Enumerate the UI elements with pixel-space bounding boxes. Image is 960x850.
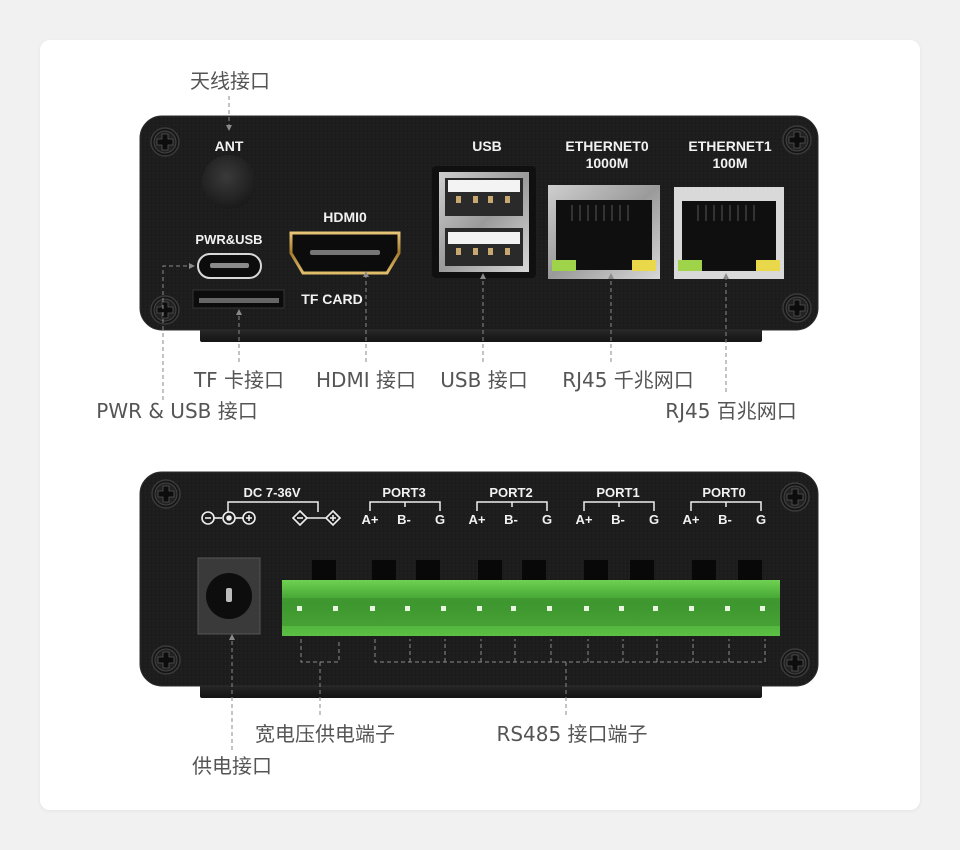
activity-led <box>632 260 656 271</box>
screw-icon <box>151 479 181 509</box>
callout-pwr-usb: PWR & USB 接口 <box>96 399 257 423</box>
eth1-label-line2: 100M <box>712 155 747 171</box>
antenna-port <box>202 155 256 209</box>
pin-label: G <box>542 512 552 527</box>
pin-label: A+ <box>576 512 593 527</box>
callout-rj45-100m: RJ45 百兆网口 <box>665 399 797 423</box>
ant-label: ANT <box>215 138 244 154</box>
screw-icon <box>782 125 812 155</box>
port2-label: PORT2 <box>489 485 532 500</box>
terminal-screws <box>297 606 765 611</box>
pin-label: B- <box>718 512 732 527</box>
screw-icon <box>782 293 812 323</box>
activity-led <box>756 260 780 271</box>
callout-hdmi: HDMI 接口 <box>316 368 416 392</box>
screw-icon <box>780 648 810 678</box>
pin-label: B- <box>397 512 411 527</box>
screw-icon <box>150 295 180 325</box>
screw-icon <box>151 645 181 675</box>
port3-label: PORT3 <box>382 485 425 500</box>
hdmi-label: HDMI0 <box>323 209 367 225</box>
eth1-label-line1: ETHERNET1 <box>688 138 771 154</box>
pin-label: A+ <box>683 512 700 527</box>
dc-polarity-icon <box>201 511 256 525</box>
screw-icon <box>780 482 810 512</box>
callout-rj45-gigabit: RJ45 千兆网口 <box>562 368 694 392</box>
link-led <box>678 260 702 271</box>
tf-card-label: TF CARD <box>301 291 362 307</box>
bottom-panel: DC 7-36V PORT3 PORT2 PORT1 PORT0 <box>139 471 819 698</box>
eth0-label-line2: 1000M <box>586 155 629 171</box>
callout-wide-voltage: 宽电压供电端子 <box>255 722 395 746</box>
dc-label: DC 7-36V <box>243 485 300 500</box>
pin-label: G <box>435 512 445 527</box>
pin-label: B- <box>504 512 518 527</box>
port0-label: PORT0 <box>702 485 745 500</box>
terminal-polarity-icon <box>291 509 342 527</box>
usb-label: USB <box>472 138 502 154</box>
callout-usb: USB 接口 <box>440 368 527 392</box>
link-led <box>552 260 576 271</box>
pin-label: G <box>756 512 766 527</box>
port1-label: PORT1 <box>596 485 639 500</box>
top-panel: ANT PWR&USB TF CARD HDMI0 USB ETHERNET0 … <box>139 115 819 342</box>
pin-label: G <box>649 512 659 527</box>
callout-rs485: RS485 接口端子 <box>496 722 647 746</box>
callout-tf: TF 卡接口 <box>193 368 284 392</box>
callout-antenna: 天线接口 <box>190 69 270 93</box>
eth0-label-line1: ETHERNET0 <box>565 138 648 154</box>
pwr-usb-label: PWR&USB <box>195 232 262 247</box>
pin-label: A+ <box>469 512 486 527</box>
top-callout-lines <box>162 96 729 400</box>
pin-label: B- <box>611 512 625 527</box>
callout-power-jack: 供电接口 <box>192 754 272 778</box>
bottom-callout-lines <box>229 634 766 750</box>
pin-label: A+ <box>362 512 379 527</box>
screw-icon <box>150 127 180 157</box>
